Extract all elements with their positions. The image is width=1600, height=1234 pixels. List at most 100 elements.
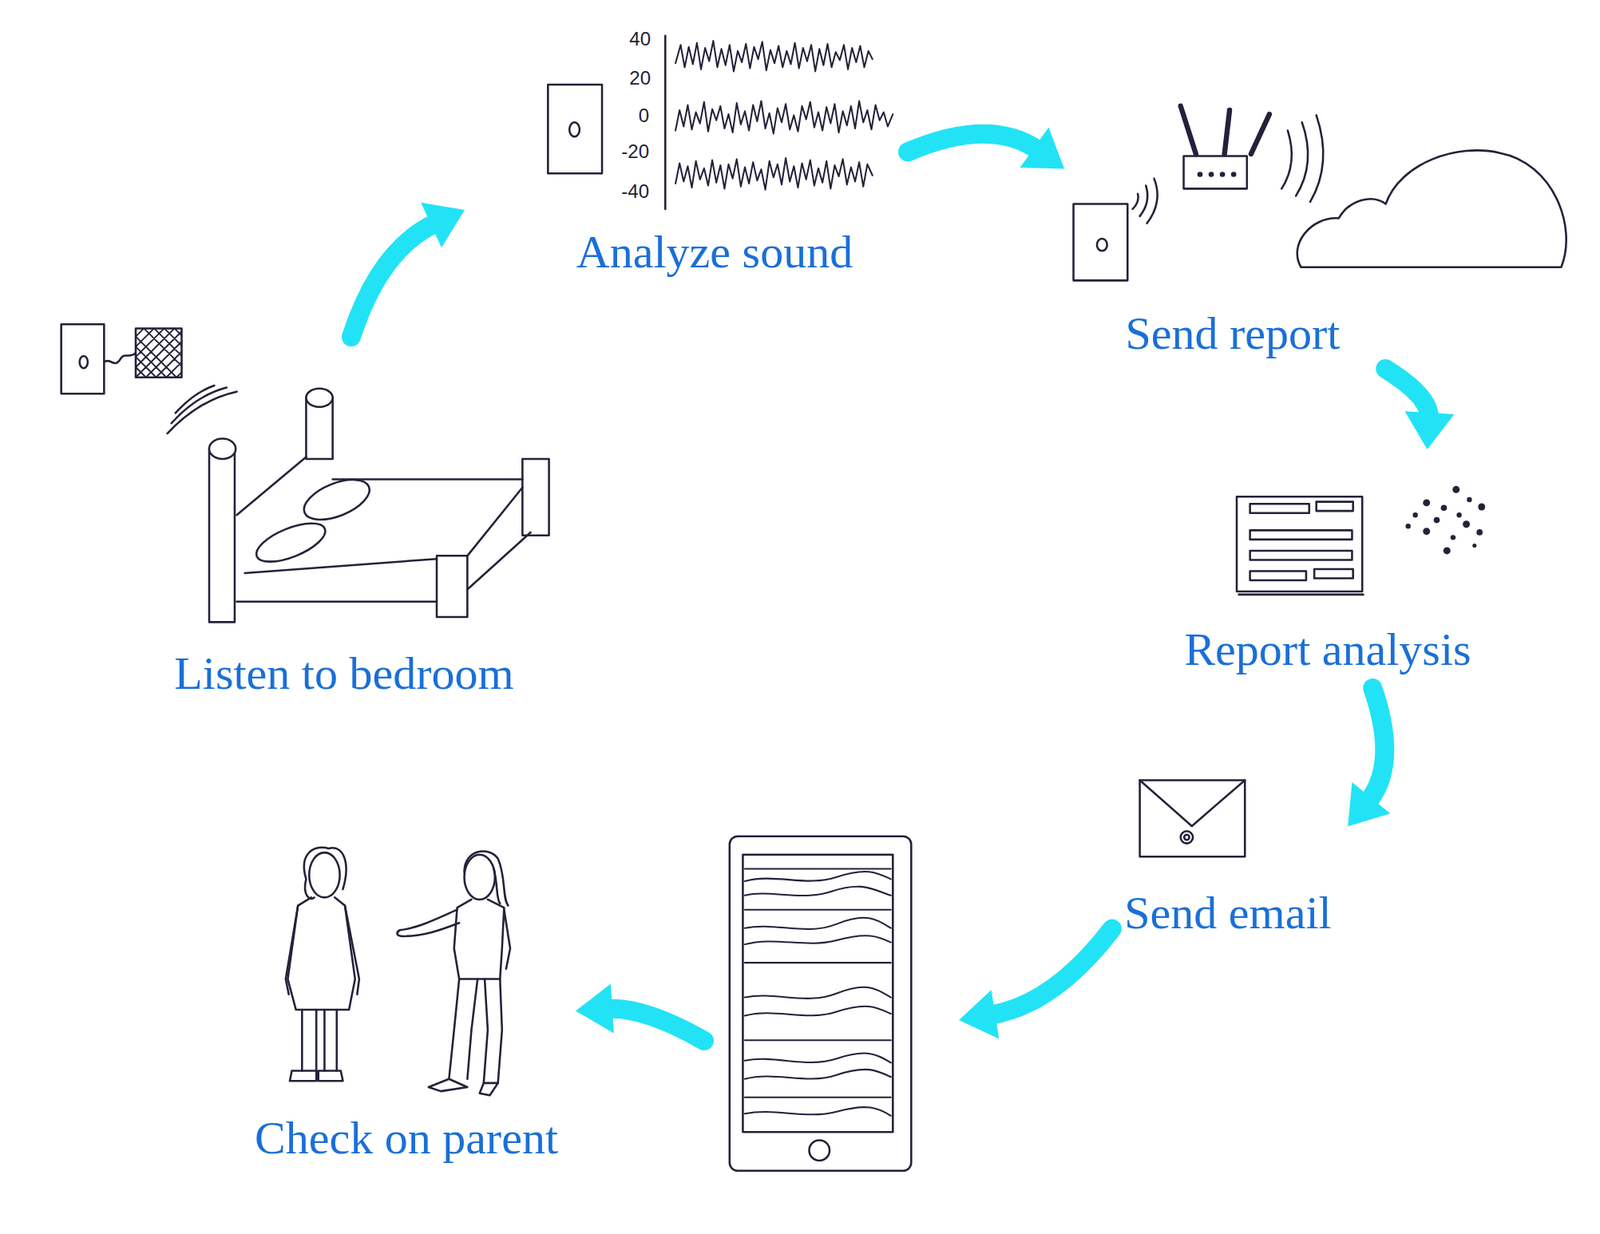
phone-part-part: [744, 887, 892, 896]
network-devices-part: [1281, 130, 1292, 190]
envelope: [1140, 780, 1246, 857]
visitor-figure: [397, 851, 511, 1097]
data-points-part: [1441, 504, 1448, 511]
arrow-shaft: [1367, 688, 1385, 803]
bed-part: [467, 487, 523, 557]
phone-part-part: [744, 1097, 892, 1099]
envelope-part: [1180, 831, 1193, 844]
listener-device-part: [79, 356, 88, 369]
analyzer-device-part: [664, 35, 667, 210]
report-document-part: [1250, 530, 1353, 539]
report-document-part: [1250, 571, 1307, 581]
analyzer-device-part: [547, 84, 602, 174]
arrow-shaft: [1385, 368, 1430, 419]
parent-figure-part: [344, 906, 360, 995]
envelope-part: [1140, 780, 1246, 857]
listener-device-part: [171, 388, 227, 424]
bed: [209, 388, 550, 623]
report-document-part: [1250, 503, 1310, 513]
flow-arrow: [1385, 368, 1454, 450]
listener-device: [61, 324, 238, 434]
step-caption: Report analysis: [1184, 624, 1471, 676]
phone-part: [742, 855, 893, 1133]
phone-part-part: [744, 987, 892, 999]
network-devices-part: [1180, 106, 1197, 155]
arrow-shaft: [606, 1009, 705, 1042]
data-points-part: [1472, 543, 1477, 548]
step-node: Send report: [1069, 96, 1572, 365]
data-points-part: [1433, 517, 1441, 524]
phone-part-part: [744, 1039, 892, 1042]
report-document-part: [1314, 569, 1354, 579]
axis-tick-label: 0: [638, 105, 650, 127]
listener-device-part: [61, 324, 105, 394]
report-document-part: [1239, 594, 1364, 597]
data-points-part: [1443, 546, 1451, 555]
network-devices-part: [1140, 186, 1149, 217]
listener-device-part: [135, 328, 183, 377]
data-points-part: [1422, 527, 1430, 535]
axis-tick-label: -40: [621, 181, 650, 202]
phone-part-part: [744, 1107, 892, 1117]
phone-part: [729, 836, 911, 1172]
label-anchor: -40: [621, 181, 650, 202]
bed-part: [298, 471, 376, 528]
axis-tick-label: -20: [621, 141, 650, 163]
waveform: [675, 40, 873, 72]
report-document-part: [1250, 550, 1353, 560]
arrow-shaft: [351, 222, 436, 337]
phone-part-part: [744, 1053, 892, 1064]
listener-device-part: [135, 328, 183, 377]
phone-part-part: [744, 909, 892, 911]
visitor-figure-part: [454, 899, 505, 980]
arrow-shaft: [907, 134, 1039, 153]
network-devices-part: [1251, 114, 1270, 155]
arrow-head: [1347, 782, 1391, 827]
network-devices-part: [1224, 110, 1230, 155]
visitor-figure-part: [503, 910, 511, 970]
step-caption: Send email: [1124, 887, 1331, 939]
data-points-part: [1477, 503, 1486, 511]
step-caption: Listen to bedroom: [174, 648, 514, 700]
network-devices-part: [1220, 172, 1224, 176]
label-anchor: 20: [629, 67, 651, 89]
network-devices-part: [1073, 204, 1129, 282]
network-devices-part: [1147, 178, 1158, 224]
label-anchor: -20: [621, 141, 650, 163]
label-anchor: 40: [629, 28, 651, 50]
network-devices-part: [1310, 114, 1323, 202]
step-node: Listen to bedroom: [55, 341, 557, 711]
network-devices-part: [1209, 172, 1213, 176]
network-devices-part: [1231, 172, 1236, 176]
phone-part-part: [744, 1006, 892, 1017]
bed-part: [305, 388, 333, 408]
arrow-head: [1405, 411, 1455, 450]
data-points-part: [1462, 520, 1470, 528]
bed-part: [237, 601, 438, 604]
visitor-figure-part: [464, 855, 496, 900]
parent-figure-part: [308, 852, 340, 898]
parent-figure-part: [287, 897, 355, 1010]
waveform: [675, 100, 893, 134]
axis-tick-label: 40: [629, 28, 651, 50]
flow-arrow: [575, 929, 1113, 1042]
bed-part: [251, 515, 331, 571]
bed-part: [467, 532, 531, 591]
arrow-shaft: [990, 929, 1113, 1016]
network-devices-part: [1184, 155, 1248, 189]
network-devices-part: [1198, 172, 1202, 176]
envelope-part: [1140, 780, 1246, 826]
network-devices: [1073, 106, 1567, 281]
visitor-figure-part: [448, 979, 502, 1084]
phone-part-part: [744, 871, 892, 882]
waveform: [675, 158, 873, 191]
phone-part: [744, 869, 892, 1117]
data-points-part: [1476, 529, 1483, 536]
phone-part-part: [744, 935, 892, 945]
bed-part: [209, 438, 236, 460]
parent-figure-part: [285, 906, 298, 995]
phone-part-part: [744, 918, 892, 930]
listener-device-part: [103, 352, 136, 364]
